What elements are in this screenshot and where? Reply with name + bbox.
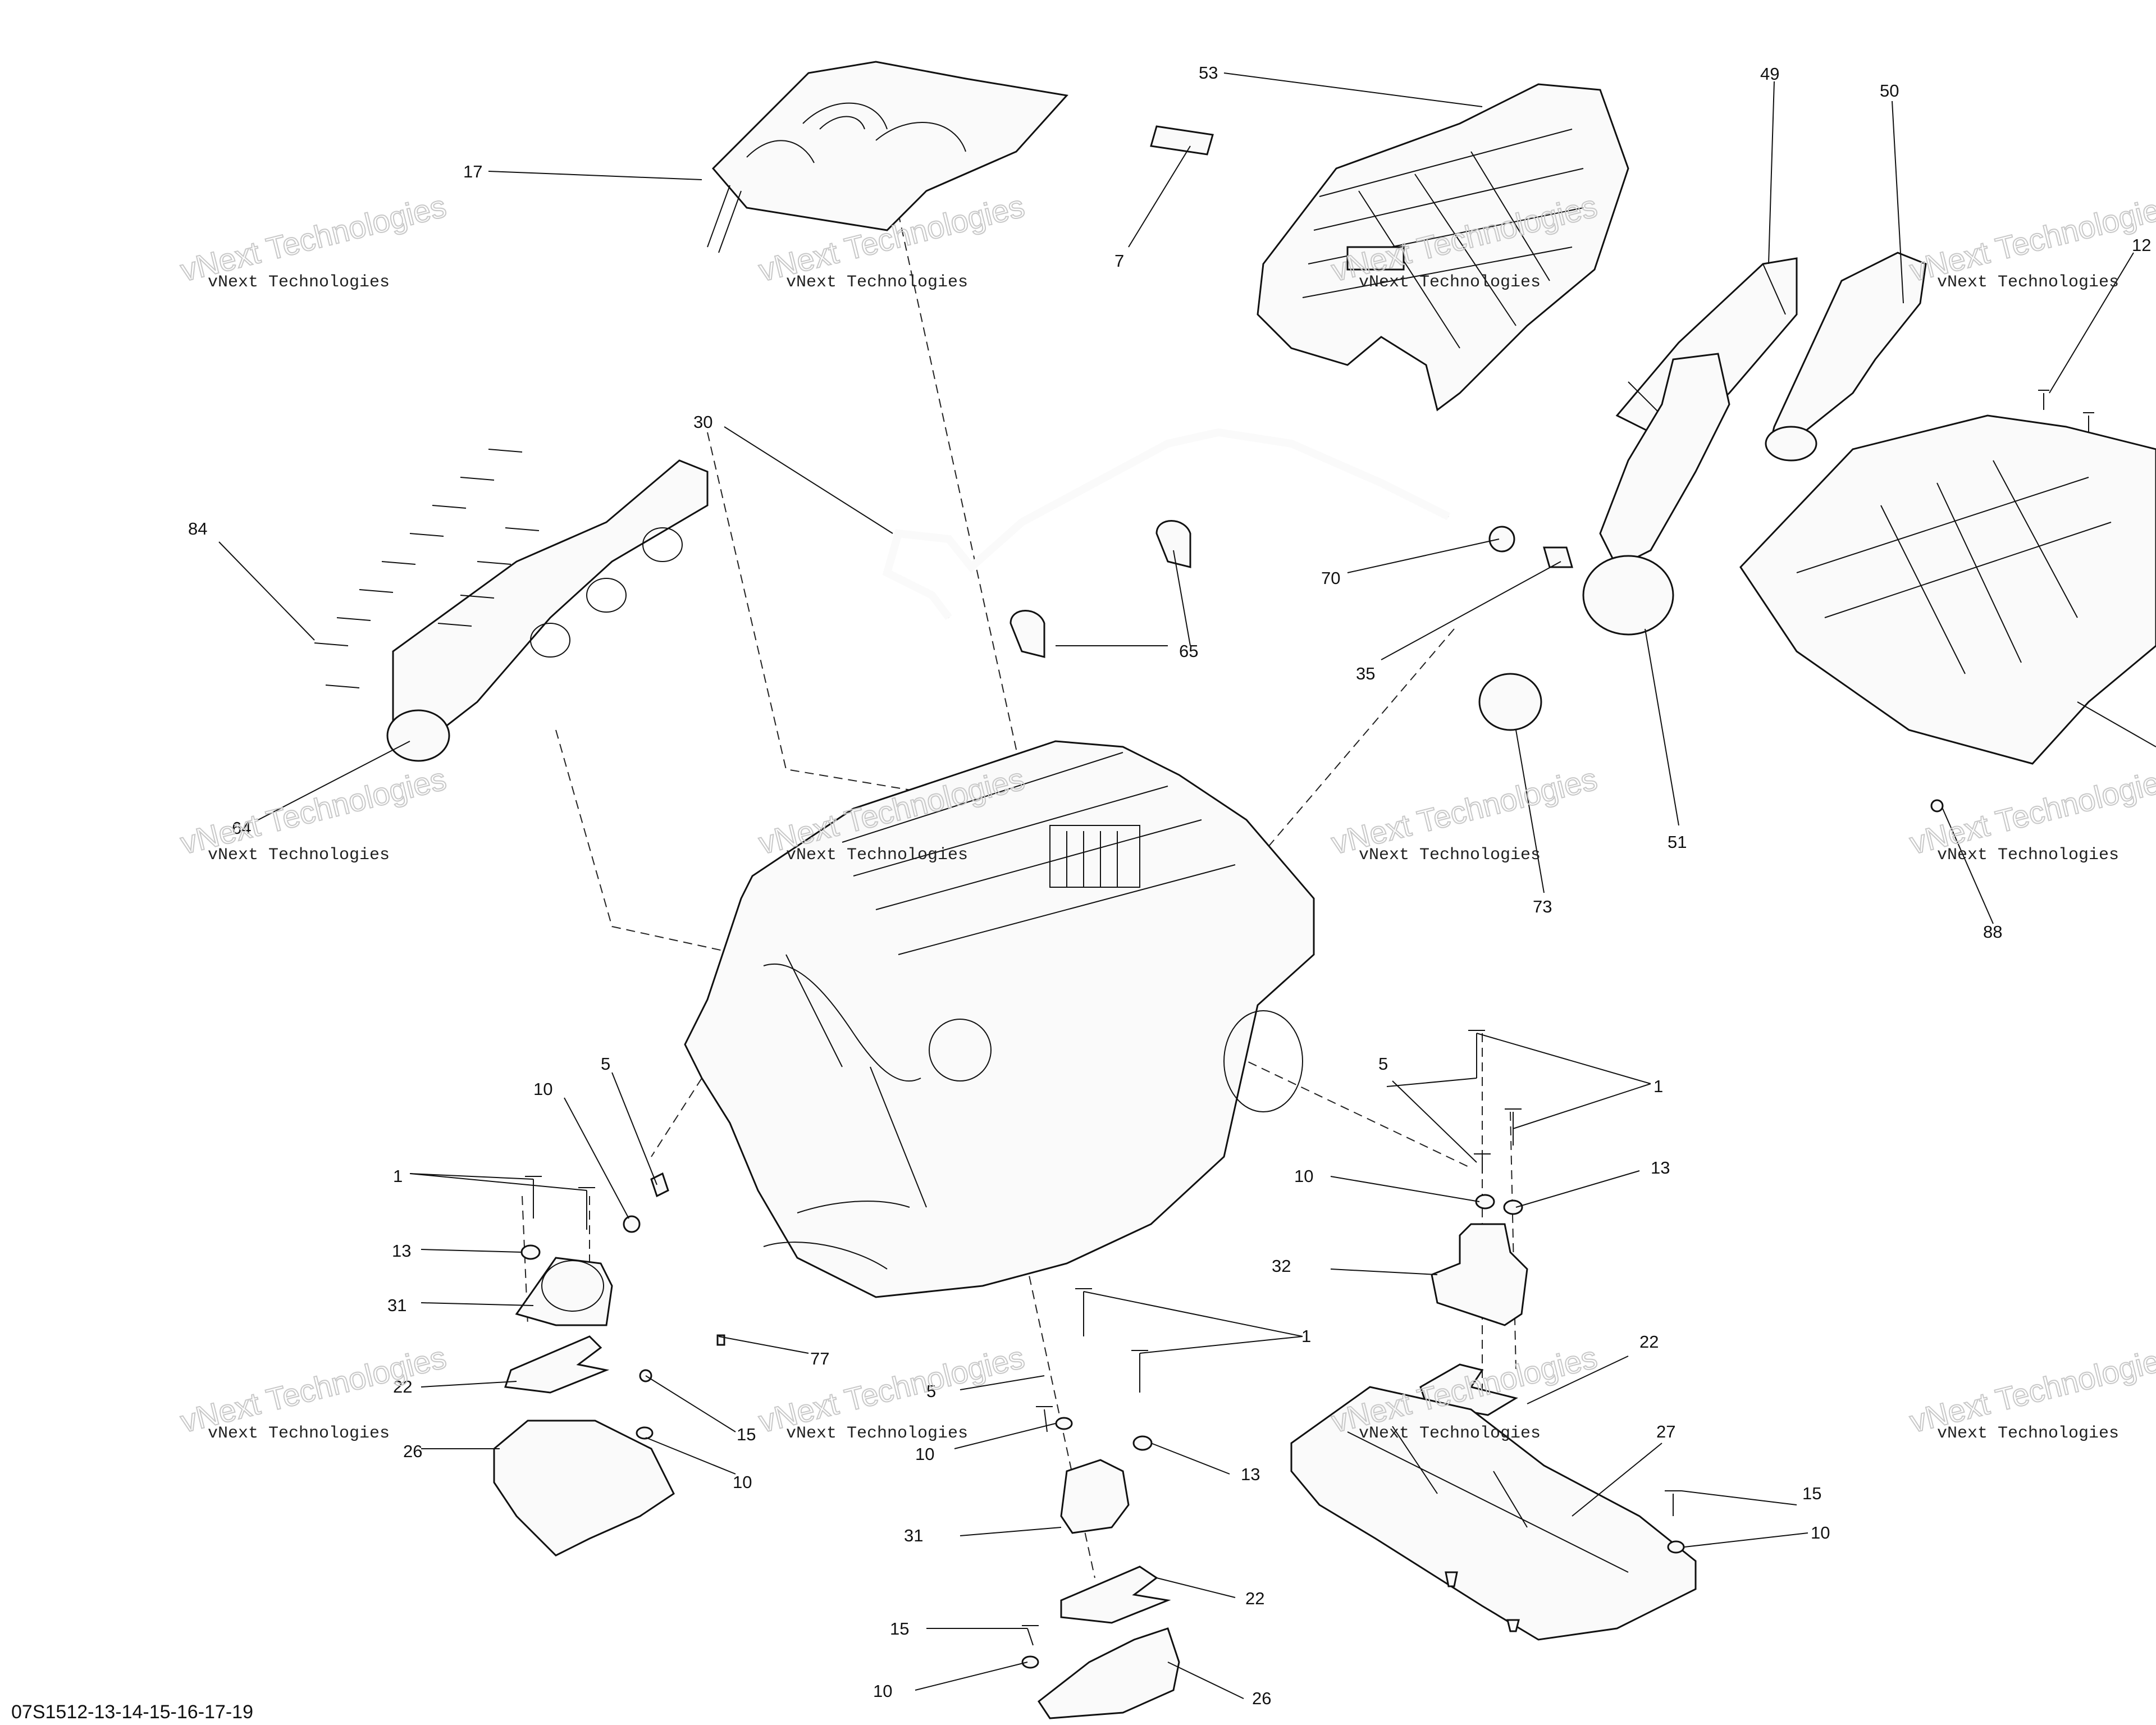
callout-73: 73: [1533, 897, 1552, 916]
right-engine-mount: [1290, 1030, 1697, 1641]
callout-22-right: 22: [1639, 1332, 1659, 1352]
assembly-dash-lines: [522, 213, 1516, 1578]
callout-50: 50: [1880, 81, 1899, 101]
callout-27: 27: [1656, 1422, 1675, 1441]
svg-text:vNext Technologies: vNext Technologies: [208, 1424, 390, 1443]
callout-26-center: 26: [1252, 1689, 1271, 1708]
callout-10-right-lower: 10: [1811, 1523, 1830, 1543]
engine-block: [684, 740, 1315, 1298]
callout-70: 70: [1321, 568, 1340, 588]
callout-5-center: 5: [926, 1381, 936, 1401]
callout-64: 64: [232, 818, 251, 838]
callout-84: 84: [188, 519, 207, 539]
engine-top-cover: [707, 61, 1068, 253]
callout-labels: 17 53 49 50 7 12 30 84 70 35 65 64 51 73…: [188, 63, 2151, 1708]
svg-text:vNext Technologies: vNext Technologies: [786, 846, 968, 865]
lower-air-box: [1739, 414, 2156, 765]
left-engine-mount: [493, 1172, 725, 1557]
svg-text:vNext Technologies: vNext Technologies: [786, 273, 968, 292]
svg-text:vNext Technologies: vNext Technologies: [1359, 273, 1541, 292]
callout-1-center: 1: [1301, 1326, 1311, 1346]
callout-17: 17: [463, 162, 482, 181]
callout-5-left: 5: [601, 1054, 610, 1074]
callout-51: 51: [1668, 832, 1687, 852]
svg-text:vNext Technologies: vNext Technologies: [1359, 1424, 1541, 1443]
watermark-1: vNext Technologies vNext Technologies: [176, 188, 450, 292]
svg-text:vNext Technologies: vNext Technologies: [1937, 846, 2119, 865]
callout-10-left-lower: 10: [733, 1472, 752, 1492]
watermark-7: vNext Technologies vNext Technologies: [1327, 760, 1601, 865]
watermark-8: vNext Technologies vNext Technologies: [1906, 760, 2156, 865]
svg-text:vNext Technologies: vNext Technologies: [1937, 1424, 2119, 1443]
callout-1-right: 1: [1653, 1076, 1663, 1096]
watermark-10: vNext Technologies vNext Technologies: [755, 1339, 1028, 1443]
svg-text:vNext Technologies: vNext Technologies: [786, 1424, 968, 1443]
decal-label: [1150, 125, 1214, 156]
svg-text:vNext Technologies: vNext Technologies: [1359, 846, 1541, 865]
callout-10-left-upper: 10: [533, 1079, 552, 1099]
callout-30: 30: [693, 412, 712, 432]
watermark-4: vNext Technologies vNext Technologies: [1906, 188, 2156, 292]
watermark-5: vNext Technologies vNext Technologies: [176, 760, 450, 865]
callout-1-left: 1: [393, 1166, 403, 1186]
callout-5-right: 5: [1378, 1054, 1388, 1074]
svg-text:vNext Technologies: vNext Technologies: [1937, 273, 2119, 292]
center-engine-mount: [1021, 1288, 1180, 1719]
throttle-boot: [1582, 353, 1730, 636]
callout-15-right: 15: [1802, 1484, 1821, 1503]
callout-13-right: 13: [1651, 1158, 1670, 1178]
watermark-12: vNext Technologies vNext Technologies: [1906, 1339, 2156, 1443]
callout-77: 77: [810, 1349, 829, 1368]
callout-10-center: 10: [915, 1444, 934, 1464]
svg-text:vNext Technologies: vNext Technologies: [208, 846, 390, 865]
callout-15-left: 15: [737, 1425, 756, 1444]
callout-10-right: 10: [1294, 1166, 1313, 1186]
callout-13-center: 13: [1241, 1464, 1260, 1484]
hose-clips: [1010, 520, 1191, 658]
callout-7: 7: [1114, 251, 1124, 271]
small-fasteners: [1930, 390, 2094, 813]
callout-35: 35: [1356, 664, 1375, 683]
callout-88: 88: [1983, 922, 2002, 942]
callout-22-left: 22: [393, 1377, 412, 1397]
callout-31-center: 31: [904, 1526, 923, 1545]
air-intake-cover: [1257, 83, 1629, 412]
callout-13-left: 13: [392, 1241, 411, 1261]
intake-manifold: [314, 449, 709, 762]
breather-hose: [882, 428, 1451, 620]
callout-49: 49: [1760, 64, 1779, 84]
callout-12: 12: [2132, 235, 2151, 255]
diagram-reference-code: 07S1512-13-14-15-16-17-19: [11, 1701, 253, 1723]
callout-32: 32: [1272, 1256, 1291, 1276]
hose-clamp: [1478, 673, 1542, 731]
callout-53: 53: [1199, 63, 1218, 83]
callout-22-center: 22: [1245, 1589, 1264, 1608]
leader-lines: [218, 72, 2156, 1699]
callout-26-left: 26: [403, 1441, 422, 1461]
hose-fittings: [1488, 526, 1573, 568]
intake-tube: [1765, 252, 1927, 462]
callout-15-center: 15: [890, 1619, 909, 1639]
callout-10-center-lower: 10: [873, 1681, 892, 1701]
callout-31-left: 31: [387, 1295, 406, 1315]
svg-text:vNext Technologies: vNext Technologies: [208, 273, 390, 292]
callout-65: 65: [1179, 641, 1198, 661]
